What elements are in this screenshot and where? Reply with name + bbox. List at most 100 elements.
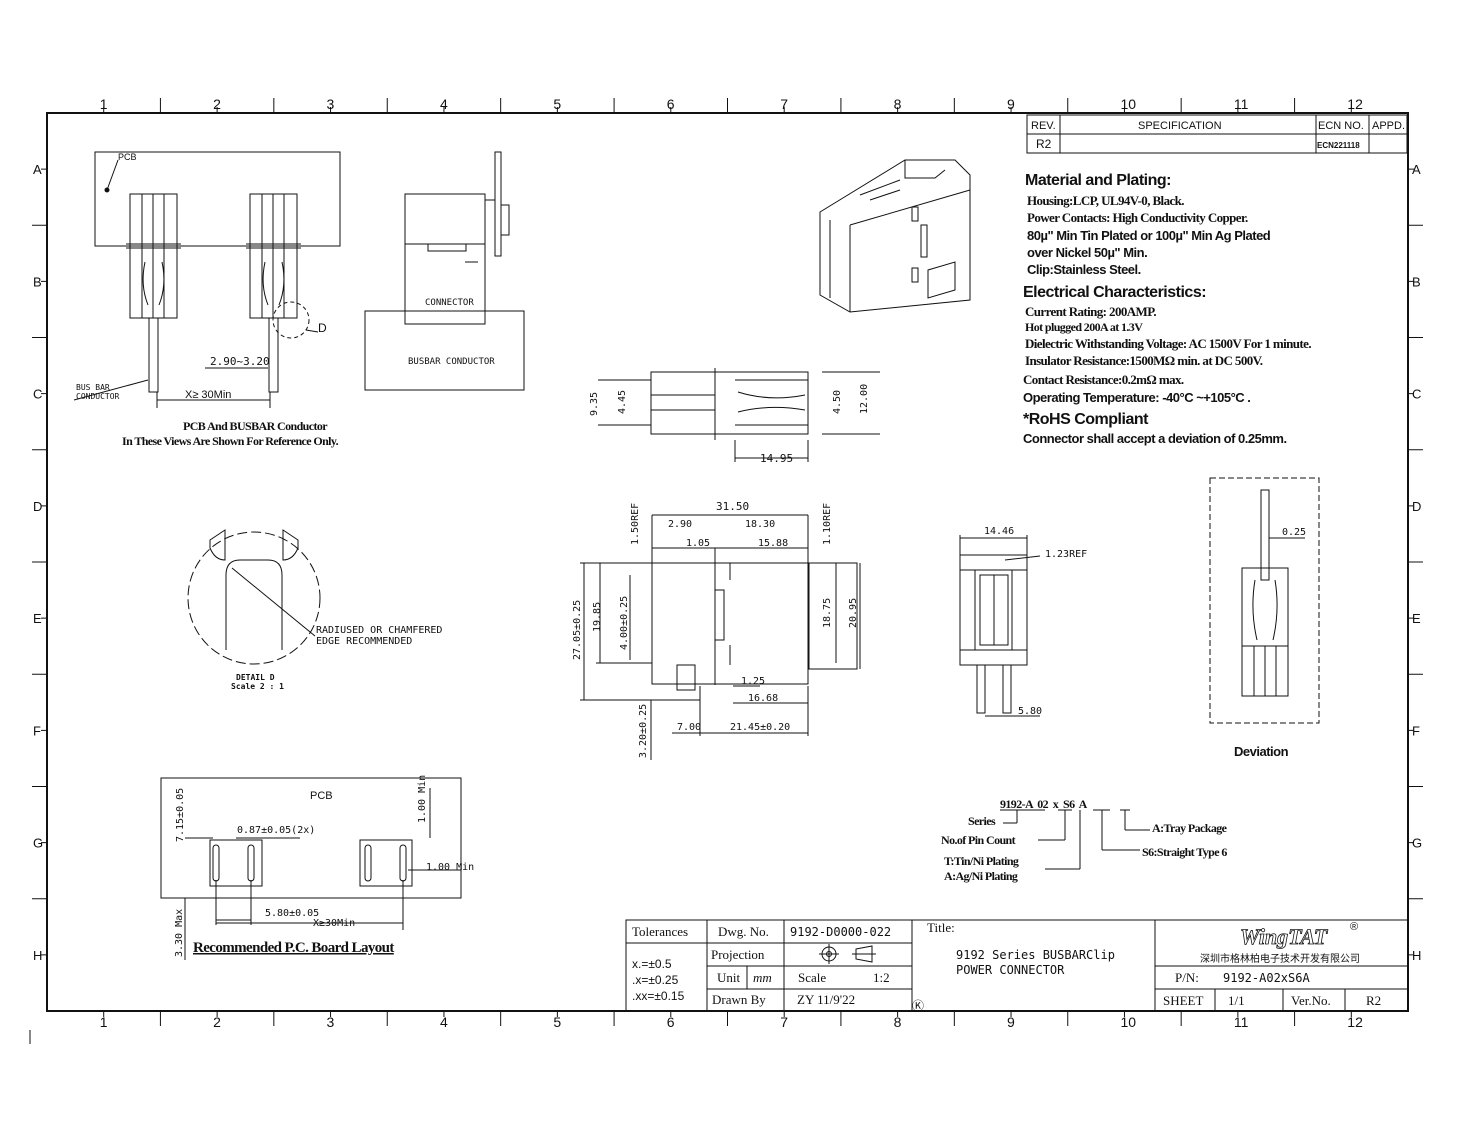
dim-16-68: 16.68 bbox=[748, 693, 778, 704]
scale-label: Scale bbox=[798, 970, 826, 985]
operating-temperature: Operating Temperature: -40°C ~+105°C . bbox=[1023, 390, 1250, 405]
power-contacts-spec: Power Contacts: High Conductivity Copper… bbox=[1027, 210, 1248, 225]
row-label-left: A bbox=[33, 162, 42, 177]
detail-callout: D bbox=[318, 321, 327, 335]
dim-0-25: 0.25 bbox=[1282, 527, 1306, 538]
row-label-right: C bbox=[1412, 387, 1421, 402]
row-label-right: G bbox=[1412, 836, 1422, 851]
column-label-top: 12 bbox=[1347, 96, 1363, 112]
row-label-right: A bbox=[1412, 162, 1421, 177]
column-label-top: 4 bbox=[440, 96, 448, 112]
column-label-top: 11 bbox=[1234, 96, 1249, 112]
hot-plugged: Hot plugged 200A at 1.3V bbox=[1025, 320, 1143, 334]
column-label-top: 3 bbox=[327, 96, 335, 112]
dim-14-46: 14.46 bbox=[984, 526, 1014, 537]
pcb-busbar-caption-1: PCB And BUSBAR Conductor bbox=[183, 419, 328, 433]
tolerance-2: .x=±0.25 bbox=[632, 973, 679, 987]
ecn-header: ECN NO. bbox=[1318, 120, 1364, 132]
column-label-bottom: 1 bbox=[100, 1014, 108, 1030]
range-dim: 2.90~3.20 bbox=[210, 355, 270, 368]
conductor-label: CONDUCTOR bbox=[76, 392, 120, 401]
row-label-right: B bbox=[1412, 274, 1421, 289]
title-line-2: POWER CONNECTOR bbox=[956, 963, 1065, 977]
pcb-layout-label: PCB bbox=[310, 790, 333, 802]
ver-value: R2 bbox=[1366, 993, 1381, 1008]
column-label-top: 9 bbox=[1007, 96, 1015, 112]
dim-5-80-layout: 5.80±0.05 bbox=[265, 908, 319, 919]
contact-resistance: Contact Resistance:0.2mΩ max. bbox=[1023, 372, 1184, 387]
row-label-right: E bbox=[1412, 611, 1421, 626]
unit-value: mm bbox=[753, 970, 772, 985]
dim-31-50: 31.50 bbox=[716, 500, 749, 513]
column-label-bottom: 9 bbox=[1007, 1014, 1015, 1030]
dim-5-80: 5.80 bbox=[1018, 706, 1042, 717]
pcb-busbar-caption-2: In These Views Are Shown For Reference O… bbox=[122, 434, 339, 448]
pcb-busbar-view bbox=[73, 151, 341, 408]
row-label-right: F bbox=[1412, 723, 1420, 738]
end-view bbox=[959, 535, 1041, 717]
tolerance-3: .xx=±0.15 bbox=[632, 989, 685, 1003]
dim-x-30: X≥30Min bbox=[313, 918, 355, 929]
dim-1-05: 1.05 bbox=[686, 538, 710, 549]
dim-3-20: 3.20±0.25 bbox=[638, 704, 649, 758]
unit-label: Unit bbox=[717, 970, 741, 985]
dim-12-00: 12.00 bbox=[859, 384, 870, 414]
sheet-value: 1/1 bbox=[1228, 993, 1245, 1008]
column-label-bottom: 4 bbox=[440, 1014, 448, 1030]
company-logo: WingTAT bbox=[1240, 924, 1329, 949]
row-label-left: H bbox=[33, 948, 42, 963]
dim-19-85: 19.85 bbox=[592, 602, 603, 632]
row-label-left: F bbox=[33, 723, 41, 738]
ver-label: Ver.No. bbox=[1291, 993, 1331, 1008]
dim-14-95: 14.95 bbox=[760, 452, 793, 465]
tin-key: T:Tin/Ni Plating bbox=[944, 854, 1019, 868]
title-line-1: 9192 Series BUSBARClip bbox=[956, 948, 1115, 962]
part-code: 9192-A 02 x S6 A bbox=[1000, 797, 1088, 811]
column-label-bottom: 8 bbox=[894, 1014, 902, 1030]
row-label-right: D bbox=[1412, 499, 1421, 514]
dim-3-30: 3.30 Max bbox=[174, 909, 185, 957]
isometric-view bbox=[819, 159, 971, 313]
detail-note-2: EDGE RECOMMENDED bbox=[316, 636, 412, 647]
row-label-left: B bbox=[33, 274, 42, 289]
dim-1-50ref: 1.50REF bbox=[630, 503, 641, 545]
dim-9-35: 9.35 bbox=[589, 392, 600, 416]
pn-value: 9192-A02xS6A bbox=[1223, 971, 1310, 985]
pcb-ref-label: PCB bbox=[118, 152, 137, 162]
dim-21-45: 21.45±0.20 bbox=[730, 722, 790, 733]
housing-spec: Housing:LCP, UL94V-0, Black. bbox=[1027, 193, 1184, 208]
pcb-layout-caption: Recommended P.C. Board Layout bbox=[193, 940, 394, 956]
column-label-bottom: 7 bbox=[780, 1014, 788, 1030]
rev-value: R2 bbox=[1036, 137, 1052, 151]
clip-spec: Clip:Stainless Steel. bbox=[1027, 262, 1141, 277]
connector-label: CONNECTOR bbox=[425, 298, 474, 308]
deviation-view bbox=[1209, 477, 1320, 724]
material-title: Material and Plating: bbox=[1025, 172, 1171, 189]
dim-1-00-a: 1.00 Min bbox=[417, 775, 428, 823]
column-label-bottom: 11 bbox=[1234, 1014, 1249, 1030]
drawn-by-label: Drawn By bbox=[712, 992, 766, 1007]
appd-header: APPD. bbox=[1372, 120, 1405, 132]
specification-notes: Material and Plating: Housing:LCP, UL94V… bbox=[1023, 172, 1312, 446]
dim-1-10ref: 1.10REF bbox=[822, 503, 833, 545]
title-label: Title: bbox=[927, 920, 955, 935]
pin-count-key: No.of Pin Count bbox=[941, 833, 1016, 847]
column-label-top: 7 bbox=[780, 96, 788, 112]
dim-2-90: 2.90 bbox=[668, 519, 692, 530]
detail-scale: Scale 2 : 1 bbox=[231, 682, 284, 691]
dwg-no: 9192-D0000-022 bbox=[790, 925, 891, 939]
deviation-caption: Deviation bbox=[1234, 744, 1289, 759]
column-label-bottom: 5 bbox=[553, 1014, 561, 1030]
straight-key: S6:Straight Type 6 bbox=[1142, 845, 1227, 859]
column-label-bottom: 2 bbox=[213, 1014, 221, 1030]
detail-title: DETAIL D bbox=[236, 673, 275, 682]
ag-key: A:Ag/Ni Plating bbox=[944, 869, 1018, 883]
row-label-left: G bbox=[33, 836, 43, 851]
column-label-top: 6 bbox=[667, 96, 675, 112]
pcb-layout-view bbox=[160, 777, 462, 960]
column-label-top: 2 bbox=[213, 96, 221, 112]
projection-label: Projection bbox=[711, 947, 765, 962]
plating-spec-1: 80µ" Min Tin Plated or 100µ" Min Ag Plat… bbox=[1027, 228, 1271, 243]
revision-table bbox=[1026, 114, 1408, 154]
